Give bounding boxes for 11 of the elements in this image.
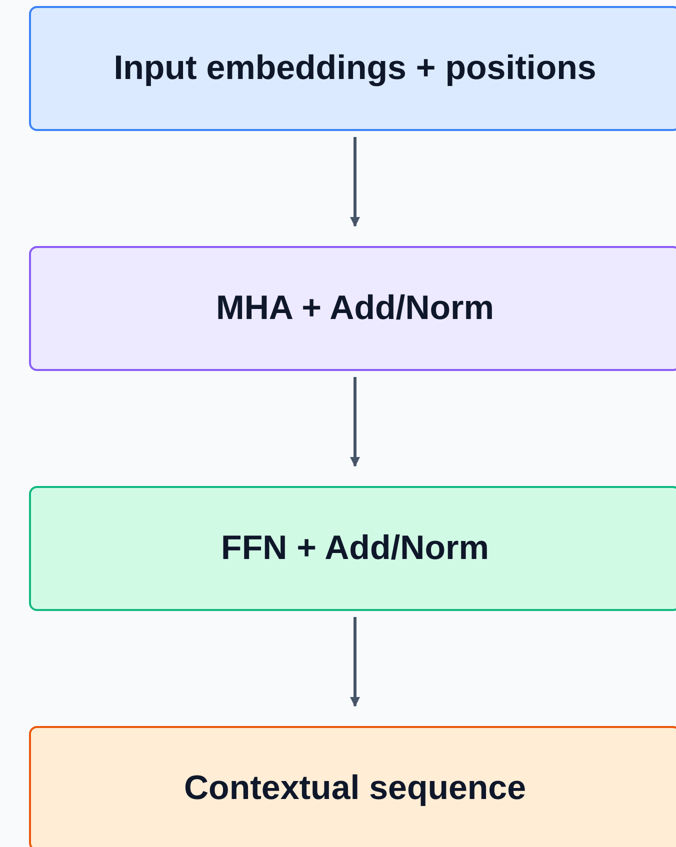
box-label: Input embeddings + positions xyxy=(114,48,596,89)
arrow xyxy=(350,617,360,707)
process-box xyxy=(29,486,676,611)
process-box xyxy=(29,726,676,847)
process-box xyxy=(29,6,676,131)
box-label: Contextual sequence xyxy=(184,768,526,809)
arrow xyxy=(350,377,360,467)
box-label: MHA + Add/Norm xyxy=(216,288,494,329)
process-box xyxy=(29,246,676,371)
arrow xyxy=(350,137,360,227)
box-label: FFN + Add/Norm xyxy=(221,528,489,569)
